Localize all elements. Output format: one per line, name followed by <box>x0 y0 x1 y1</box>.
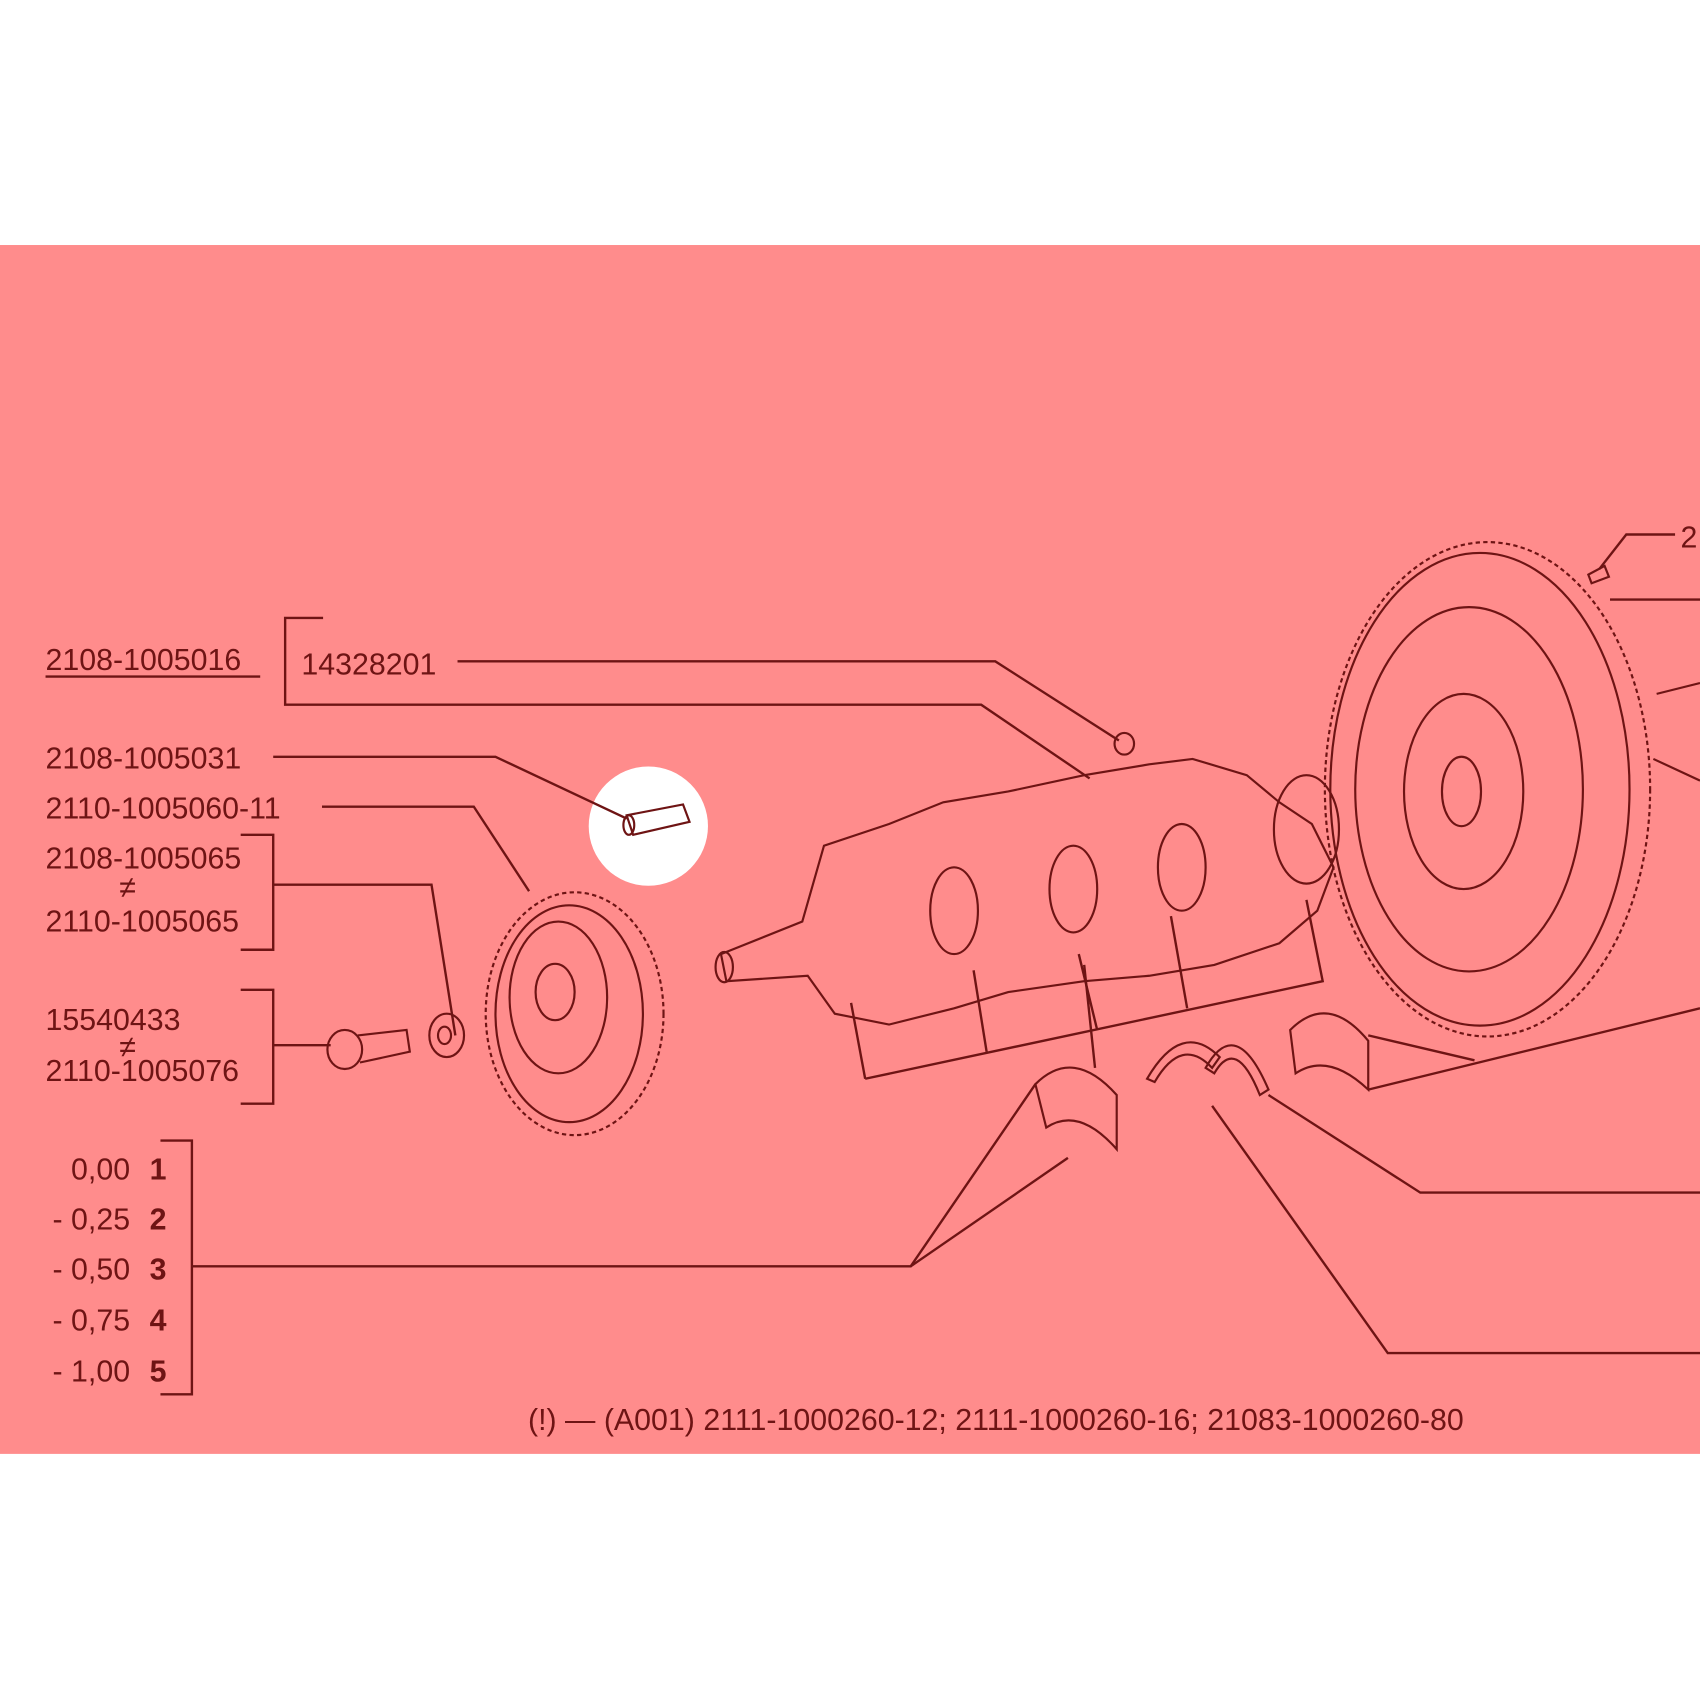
size-value: - 1,00 <box>53 1355 131 1388</box>
assembly-part-number[interactable]: 2108-1005016 <box>46 644 242 677</box>
size-value: - 0,25 <box>53 1203 131 1236</box>
bearing-size-list: 0,00 1 - 0,25 2 - 0,50 3 - 0,75 4 - 1,00… <box>53 1154 167 1389</box>
highlight-circle <box>588 766 708 886</box>
size-index: 2 <box>150 1203 167 1236</box>
diagram-background <box>0 245 1700 1454</box>
key-pin-part-number[interactable]: 2108-1005031 <box>46 743 242 776</box>
bearing-shells <box>1034 1012 1370 1153</box>
size-value: - 0,50 <box>53 1253 131 1286</box>
washer-part <box>428 1012 466 1059</box>
size-value: 0,00 <box>71 1154 130 1187</box>
sensor-ring-part-number[interactable]: 14328201 <box>301 648 436 681</box>
bolt-not-interchangeable: ≠ <box>119 1031 136 1064</box>
key-pin-part <box>622 803 691 837</box>
bolt-part-number-a[interactable]: 15540433 <box>46 1004 181 1037</box>
size-value: - 0,75 <box>53 1304 131 1337</box>
leader-lines <box>160 533 1700 1396</box>
bolt-part-number-b[interactable]: 2110-1005076 <box>46 1055 240 1088</box>
size-index: 5 <box>150 1355 167 1388</box>
footnote: (!) — (A001) 2111-1000260-12; 2111-10002… <box>528 1404 1464 1437</box>
flywheel-part <box>1323 541 1700 1038</box>
size-index: 1 <box>150 1154 167 1187</box>
size-index: 4 <box>150 1304 167 1337</box>
washer-part-number-b[interactable]: 2110-1005065 <box>46 905 240 938</box>
bolt-part <box>326 1028 412 1071</box>
size-index: 3 <box>150 1253 167 1286</box>
pulley-part-number[interactable]: 2110-1005060-11 <box>46 793 281 826</box>
washer-part-number-a[interactable]: 2108-1005065 <box>46 842 242 875</box>
top-right-callout[interactable]: 2 <box>1680 522 1697 555</box>
pulley-part <box>484 891 665 1137</box>
washer-not-interchangeable: ≠ <box>119 872 136 905</box>
